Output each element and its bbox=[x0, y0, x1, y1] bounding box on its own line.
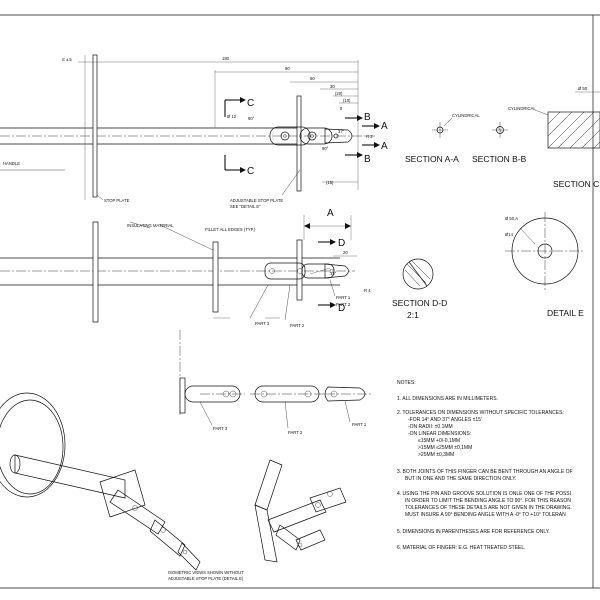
label-cylindrical-b: CYLINDRICAL bbox=[508, 106, 536, 111]
label-cylindrical-a: CYLINDRICAL bbox=[452, 113, 480, 118]
dim-dia-50-a: Ø 50,A bbox=[505, 216, 518, 221]
note-3b: BUT IN ONE AND THE SAME DIRECTION ONLY. bbox=[405, 476, 516, 482]
marker-a-bottom: A bbox=[381, 141, 388, 152]
note-2a: -FOR 14° AND 37° ANGLES ±15' bbox=[408, 417, 482, 423]
marker-c-top: C bbox=[247, 98, 254, 109]
iso-note-line-1: ISOMETRIC VIEWS SHOWN WITHOUT bbox=[168, 570, 244, 575]
note-4d: MUST INSURE A 90° BENDING ANGLE WITH A -… bbox=[405, 512, 566, 518]
note-4b: IN ORDER TO LIMIT THE BENDING ANGLE TO 9… bbox=[405, 498, 571, 504]
label-part-3-front: PART 3 bbox=[255, 321, 270, 326]
note-2e: >15MM ≤25MM ±0,1MM bbox=[418, 445, 472, 451]
dim-angle-37: 37° bbox=[338, 129, 345, 134]
label-part-1-front: PART 1 bbox=[336, 295, 351, 300]
note-1: 1. ALL DIMENSIONS ARE IN MILLIMETERS. bbox=[397, 396, 498, 402]
sheet-border bbox=[0, 14, 600, 589]
dim-8: 8 bbox=[340, 106, 343, 111]
label-part-2-front-lower: PART 2 bbox=[290, 323, 305, 328]
top-view: S ±.5 180 90 60 30 (20) (10) 8 (15) Ø 12… bbox=[0, 54, 388, 209]
dim-60: 60 bbox=[310, 76, 315, 81]
dim-radius-4: R 4 bbox=[364, 288, 371, 293]
isometric-view-left bbox=[0, 392, 201, 571]
marker-d-bottom: D bbox=[338, 303, 345, 314]
note-2b: -ON RADII: ±0.1MM bbox=[408, 424, 453, 430]
section-c: Ø 50 CYLINDRICAL SECTION C bbox=[508, 86, 600, 189]
label-fillet-all-edges: FILLET ALL EDGES (TYP.) bbox=[205, 227, 256, 232]
note-4c: TOLERANCES OF THESE DETAILS ARE NOT GIVE… bbox=[405, 505, 572, 511]
dim-radius-2: R 2 bbox=[366, 134, 373, 139]
dim-10-ref: (10) bbox=[343, 98, 351, 103]
marker-a-front: A bbox=[327, 208, 334, 219]
iso-note-line-2: ADJUSTABLE STOP PLATE (DETAIL E) bbox=[168, 576, 244, 581]
title-section-d-d: SECTION D-D bbox=[392, 298, 447, 308]
title-section-b-b: SECTION B-B bbox=[472, 154, 527, 164]
dim-dia-14: Ø14 bbox=[505, 232, 514, 237]
section-b-b: SECTION B-B bbox=[472, 122, 527, 164]
label-see-detail-e: SEE "DETAIL E" bbox=[230, 204, 261, 209]
marker-b-bottom: B bbox=[364, 154, 371, 165]
dim-angle-90-top: 90° bbox=[248, 116, 255, 121]
marker-a-top: A bbox=[381, 121, 388, 132]
section-d-d-scale: 2:1 bbox=[407, 310, 419, 320]
label-stop-plate: STOP PLATE bbox=[104, 198, 130, 203]
isometric-view-right bbox=[254, 459, 347, 563]
marker-b-top: B bbox=[364, 112, 371, 123]
title-section-c: SECTION C bbox=[553, 179, 599, 189]
label-part-1: PART 1 bbox=[352, 422, 367, 427]
title-detail-e: DETAIL E bbox=[547, 308, 584, 318]
note-4: 4. USING THE PIN AND GROOVE SOLUTION IS … bbox=[397, 491, 571, 497]
section-d-d: SECTION D-D 2:1 bbox=[392, 258, 447, 320]
note-2d: ≤15MM +0/-0,1MM bbox=[418, 438, 460, 444]
dim-180: 180 bbox=[222, 56, 230, 61]
label-part-2-front: PART 2 bbox=[336, 302, 351, 307]
dim-15-ref: (15) bbox=[326, 180, 334, 185]
note-2: 2. TOLERANCES ON DIMENSIONS WITHOUT SPEC… bbox=[397, 410, 564, 416]
notes-heading: NOTES: bbox=[397, 380, 416, 386]
section-a-a: CYLINDRICAL SECTION A-A bbox=[405, 113, 480, 164]
dim-angle-14: 14° bbox=[330, 271, 337, 276]
dim-angle-90-bottom: 90° bbox=[322, 146, 329, 151]
exploded-parts: PART 3 PART 2 PART 1 bbox=[179, 377, 372, 435]
front-view: 20 14° R 4 INSULATING MATERIAL FILLET AL… bbox=[0, 208, 371, 328]
detail-e: Ø 50,A Ø14 DETAIL E bbox=[505, 212, 585, 318]
label-handle: HANDLE bbox=[3, 161, 20, 166]
notes-block: NOTES: 1. ALL DIMENSIONS ARE IN MILLIMET… bbox=[397, 380, 573, 551]
dim-s-tolerance: S ±.5 bbox=[62, 57, 72, 62]
dim-90: 90 bbox=[285, 66, 290, 71]
marker-c-bottom: C bbox=[247, 166, 254, 177]
dim-dia-50-c: Ø 50 bbox=[578, 86, 588, 91]
note-2c: -ON LINEAR DIMENSIONS: bbox=[408, 431, 471, 437]
dim-20: 20 bbox=[343, 250, 348, 255]
marker-d-top: D bbox=[338, 238, 345, 249]
note-3: 3. BOTH JOINTS OF THIS FINGER CAN BE BEN… bbox=[397, 469, 573, 475]
label-adjustable-stop-plate: ADJUSTABLE STOP PLATE bbox=[230, 198, 283, 203]
title-section-a-a: SECTION A-A bbox=[405, 154, 459, 164]
label-insulating-material: INSULATING MATERIAL bbox=[127, 223, 174, 228]
note-5: 5. DIMENSIONS IN PARENTHESES ARE FOR REF… bbox=[397, 529, 550, 535]
dim-30: 30 bbox=[330, 84, 335, 89]
label-part-2: PART 2 bbox=[288, 430, 303, 435]
note-2f: >25MM ±0,3MM bbox=[418, 452, 454, 458]
note-6: 6. MATERIAL OF FINGER: E.G. HEAT TREATED… bbox=[397, 545, 526, 551]
dim-20-ref: (20) bbox=[335, 91, 343, 96]
dim-dia-12: Ø 12 bbox=[227, 114, 237, 119]
label-part-3: PART 3 bbox=[213, 426, 228, 431]
